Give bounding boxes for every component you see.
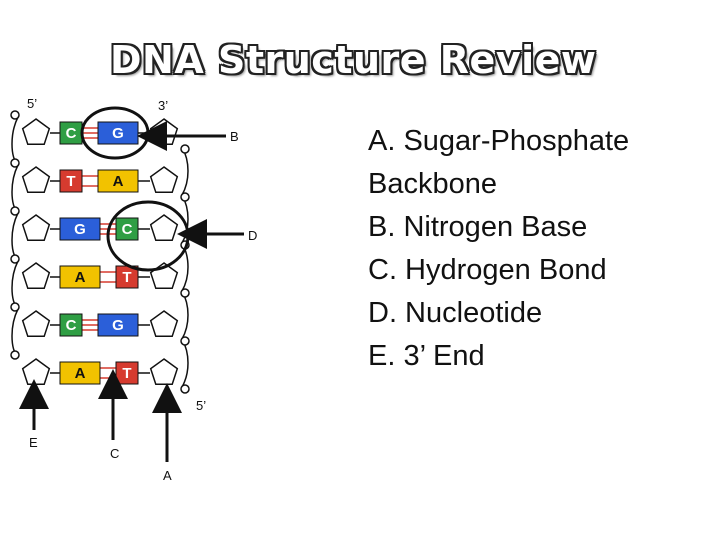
- base-letter-right: T: [122, 269, 131, 286]
- base-letter-right: T: [122, 365, 131, 382]
- phosphate-group: [10, 302, 20, 312]
- nitrogen-base-right: [97, 169, 139, 193]
- deoxyribose-sugar: [21, 118, 51, 146]
- right-backbone-link: [181, 146, 189, 196]
- phosphate-group: [180, 288, 190, 298]
- base-letter-right: G: [112, 317, 124, 334]
- base-letter-right: A: [113, 173, 124, 190]
- nitrogen-base-left: [59, 313, 83, 337]
- deoxyribose-sugar: [21, 166, 51, 194]
- five-prime-top-label: 5’: [27, 96, 37, 111]
- deoxyribose-sugar: [149, 358, 179, 386]
- nitrogen-base-right: [115, 217, 139, 241]
- pointer-label-c: C: [110, 446, 119, 461]
- deoxyribose-sugar: [21, 214, 51, 242]
- base-letter-left: C: [66, 125, 77, 142]
- deoxyribose-sugar: [149, 166, 179, 194]
- deoxyribose-sugar: [149, 310, 179, 338]
- phosphate-group: [10, 254, 20, 264]
- base-letter-left: G: [74, 221, 86, 238]
- base-letter-left: T: [66, 173, 75, 190]
- nitrogen-base-left: [59, 217, 101, 241]
- answer-line: B. Nitrogen Base: [368, 211, 588, 243]
- phosphate-group: [10, 206, 20, 216]
- deoxyribose-sugar: [149, 118, 179, 146]
- base-letter-right: G: [112, 125, 124, 142]
- answer-key: A. Sugar-Phosphate Backbone B. Nitrogen …: [368, 120, 713, 378]
- pointer-label-b: B: [230, 129, 239, 144]
- base-letter-left: A: [75, 365, 86, 382]
- dna-ladder: C G T A G C A T C G A T: [10, 110, 190, 394]
- deoxyribose-sugar: [21, 358, 51, 386]
- right-backbone-link: [181, 338, 189, 388]
- phosphate-group: [180, 144, 190, 154]
- left-backbone-link: [11, 164, 19, 214]
- five-prime-bottom-label: 5’: [196, 398, 206, 413]
- answer-line: Backbone: [368, 168, 497, 200]
- left-backbone-link: [11, 260, 19, 310]
- nitrogen-base-left: [59, 265, 101, 289]
- left-backbone-link: [11, 308, 19, 358]
- answer-line: C. Hydrogen Bond: [368, 254, 607, 286]
- base-letter-left: C: [66, 317, 77, 334]
- base-letter-left: A: [75, 269, 86, 286]
- answer-line: A. Sugar-Phosphate: [368, 125, 630, 157]
- nitrogen-base-left: [59, 169, 83, 193]
- three-prime-top-label: 3’: [158, 98, 168, 113]
- deoxyribose-sugar: [21, 262, 51, 290]
- pointer-label-e: E: [29, 435, 38, 450]
- base-letter-right: C: [122, 221, 133, 238]
- left-backbone-link: [11, 116, 19, 166]
- right-backbone-link: [181, 290, 189, 340]
- deoxyribose-sugar: [21, 310, 51, 338]
- answer-line: E. 3’ End: [368, 340, 485, 372]
- deoxyribose-sugar: [149, 214, 179, 242]
- phosphate-group: [10, 158, 20, 168]
- phosphate-group: [180, 192, 190, 202]
- slide-title: DNA Structure Review: [110, 38, 597, 82]
- phosphate-group: [10, 110, 20, 120]
- answer-line: D. Nucleotide: [368, 297, 543, 329]
- phosphate-group: [180, 384, 190, 394]
- nitrogen-base-right: [97, 313, 139, 337]
- pointer-label-a: A: [163, 468, 172, 483]
- pointer-label-d: D: [248, 228, 257, 243]
- phosphate-group: [180, 336, 190, 346]
- left-backbone-link: [11, 212, 19, 262]
- phosphate-group: [10, 350, 20, 360]
